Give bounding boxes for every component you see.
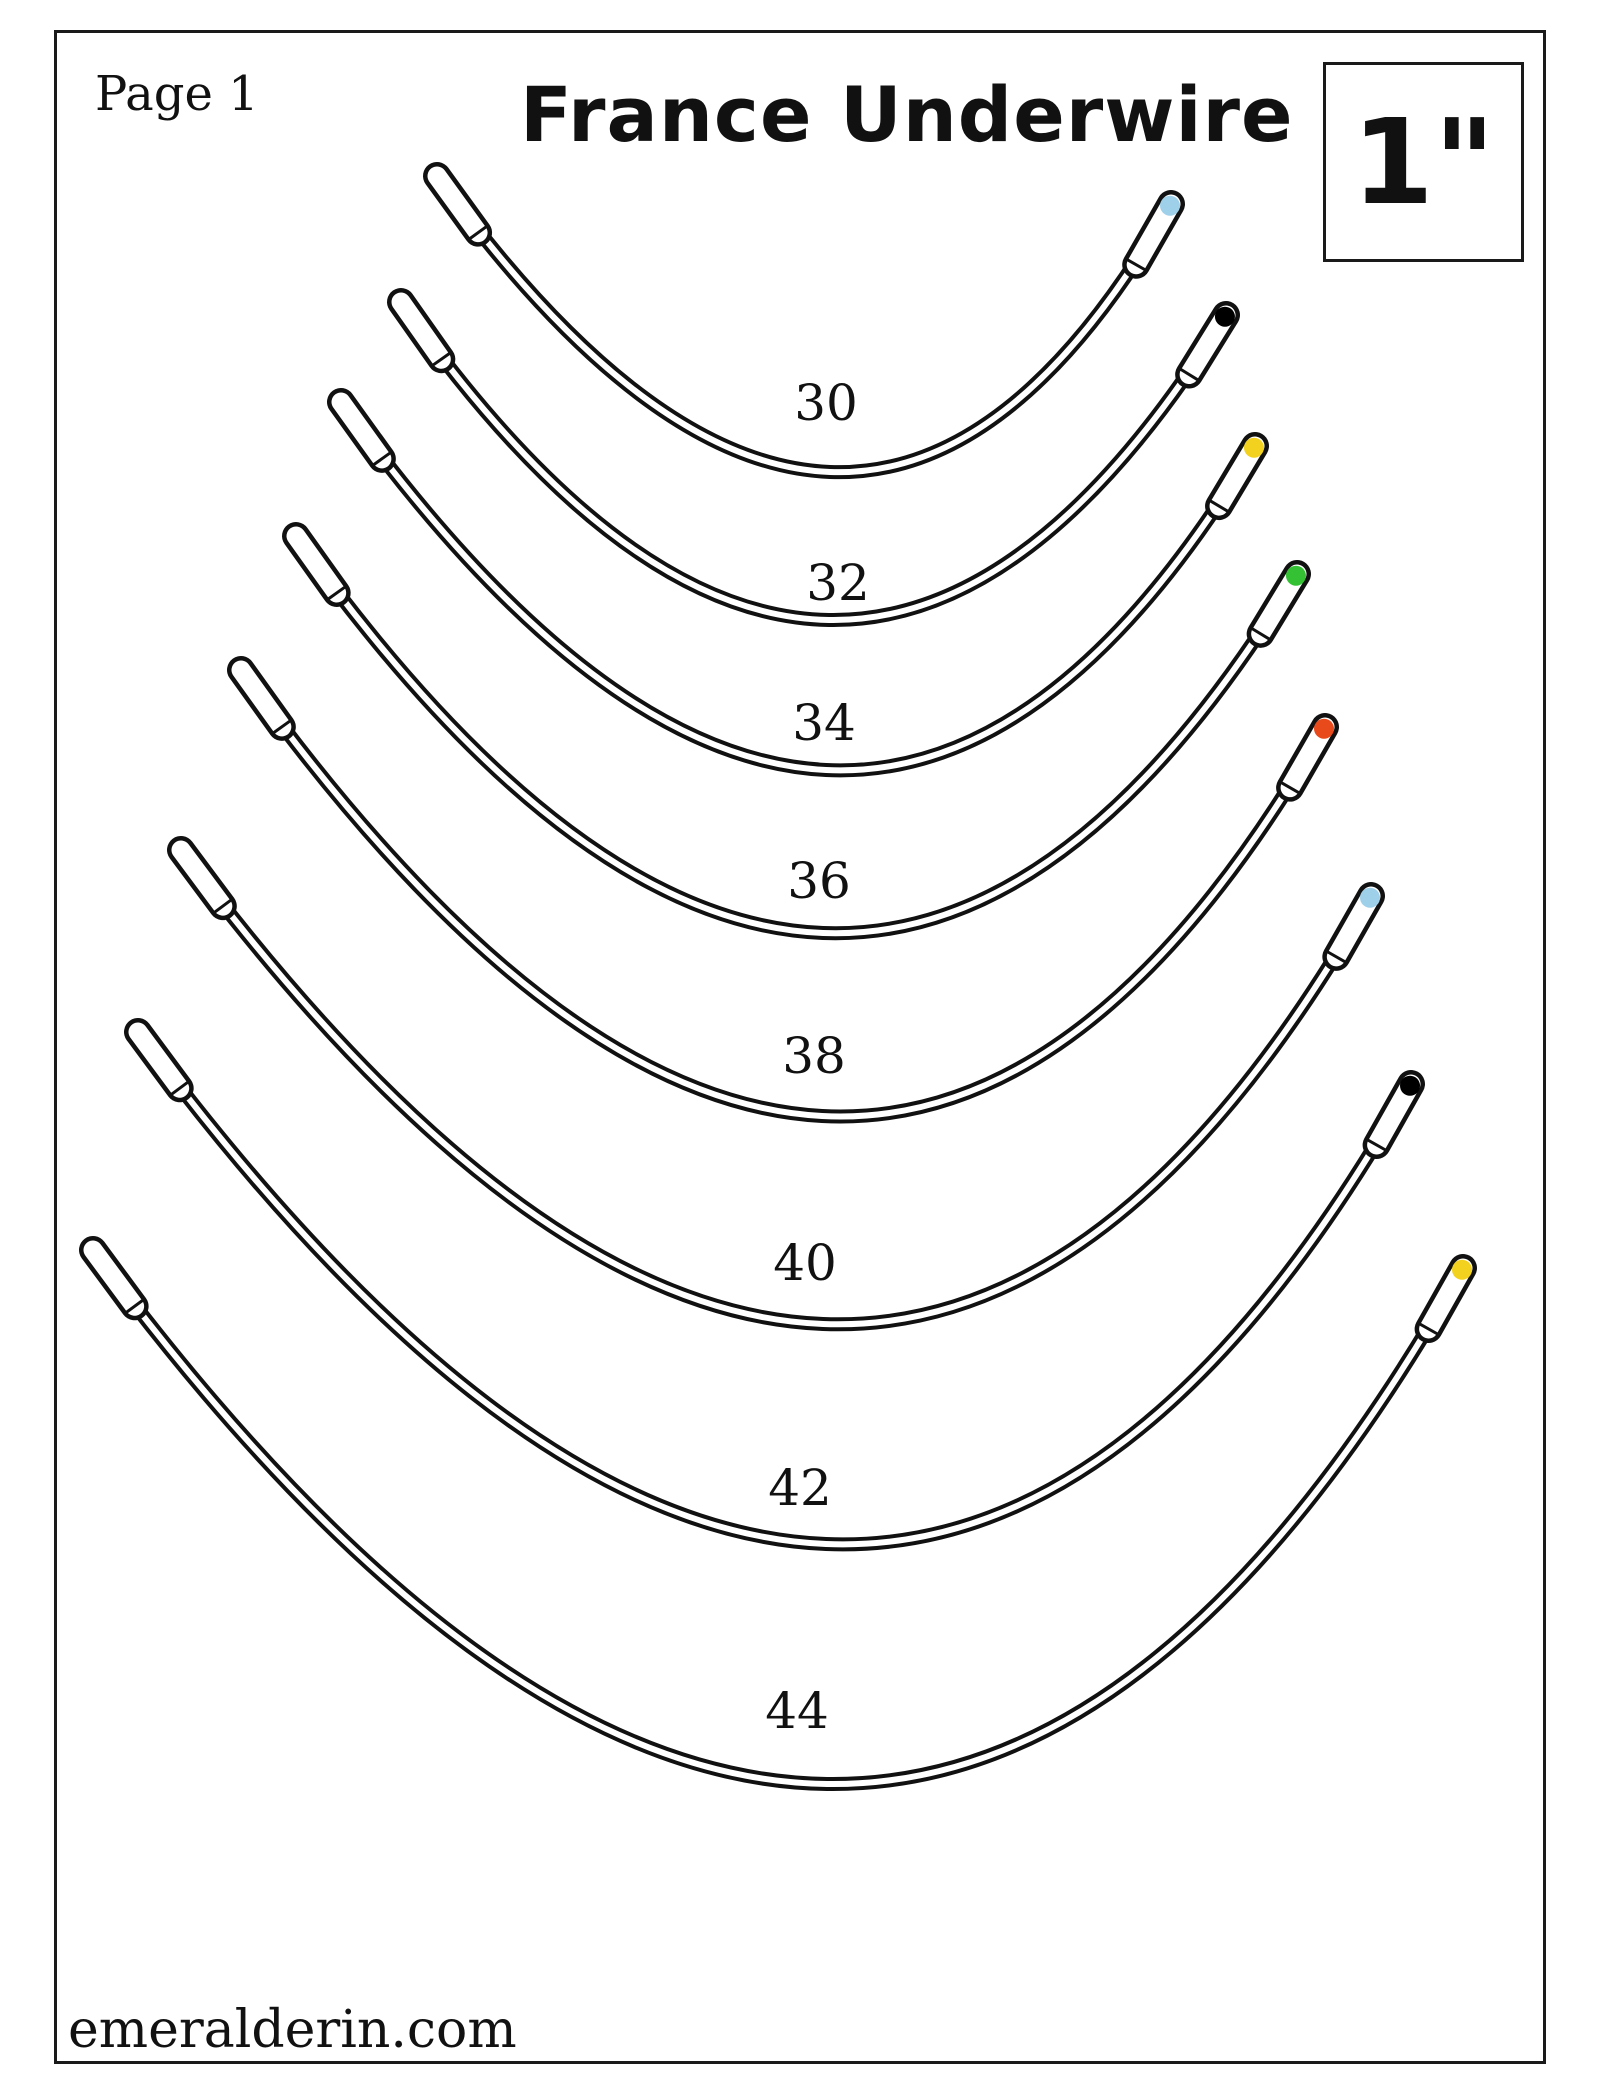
- right-color-dot: [1285, 565, 1306, 586]
- right-color-dot: [1243, 437, 1264, 458]
- right-cap-seam: [1366, 1138, 1387, 1152]
- wire-size-label: 44: [765, 1682, 829, 1740]
- right-cap-seam: [1250, 626, 1271, 641]
- left-cap-seam: [124, 1298, 145, 1315]
- left-cap: [331, 392, 392, 469]
- right-color-dot: [1360, 887, 1381, 908]
- right-color-dot: [1314, 718, 1335, 739]
- wire-channel: [338, 400, 1258, 774]
- wire-channel: [238, 668, 1328, 1120]
- wire-channel: [135, 1030, 1414, 1548]
- left-cap-seam: [468, 225, 488, 241]
- right-cap-seam: [1279, 780, 1301, 795]
- left-cap: [128, 1022, 190, 1098]
- underwire-38: 38: [227, 656, 1339, 1124]
- right-color-dot: [1160, 195, 1181, 216]
- left-cap: [231, 660, 292, 737]
- wire-size-label: 36: [787, 852, 851, 910]
- wire-size-label: 38: [782, 1027, 846, 1085]
- left-cap: [427, 166, 488, 243]
- left-cap-seam: [431, 351, 452, 367]
- left-cap: [83, 1240, 145, 1316]
- right-cap-seam: [1125, 257, 1147, 272]
- page-title: France Underwire: [520, 70, 1294, 159]
- left-cap: [391, 292, 451, 369]
- wire-size-label: 30: [794, 374, 858, 432]
- left-cap: [286, 526, 347, 603]
- wire-channel: [434, 174, 1174, 475]
- left-cap: [171, 840, 233, 916]
- underwire-34: 34: [327, 388, 1269, 778]
- wire-size-label: 42: [768, 1459, 832, 1517]
- underwire-42: 42: [124, 1018, 1425, 1552]
- left-cap-seam: [213, 898, 233, 914]
- underwire-40: 40: [167, 836, 1385, 1332]
- size-label: 1": [1351, 93, 1496, 231]
- right-color-dot: [1400, 1075, 1421, 1096]
- underwire-32: 32: [387, 288, 1240, 627]
- page-frame: [54, 30, 1546, 2064]
- right-color-dot: [1214, 306, 1235, 327]
- right-color-dot: [1452, 1259, 1473, 1280]
- underwire-30: 30: [423, 162, 1185, 479]
- size-box: 1": [1323, 62, 1524, 262]
- wire-size-label: 34: [792, 694, 856, 752]
- right-cap-seam: [1418, 1322, 1439, 1336]
- wire-channel: [90, 1248, 1466, 1787]
- wire-size-label: 40: [773, 1234, 837, 1292]
- right-cap-seam: [1326, 950, 1347, 964]
- right-cap-seam: [1179, 367, 1200, 382]
- underwire-36: 36: [282, 522, 1311, 941]
- left-cap-seam: [169, 1080, 190, 1096]
- wire-channel: [398, 300, 1229, 623]
- left-cap-seam: [372, 451, 392, 467]
- left-cap-seam: [272, 719, 292, 735]
- wire-channel: [178, 848, 1374, 1328]
- left-cap-seam: [326, 585, 347, 601]
- right-cap-seam: [1208, 499, 1230, 514]
- underwire-44: 44: [79, 1236, 1477, 1791]
- website-url: emeralderin.com: [68, 2000, 517, 2060]
- wire-channel: [293, 534, 1300, 937]
- wire-size-label: 32: [806, 554, 870, 612]
- page-number: Page 1: [95, 66, 259, 122]
